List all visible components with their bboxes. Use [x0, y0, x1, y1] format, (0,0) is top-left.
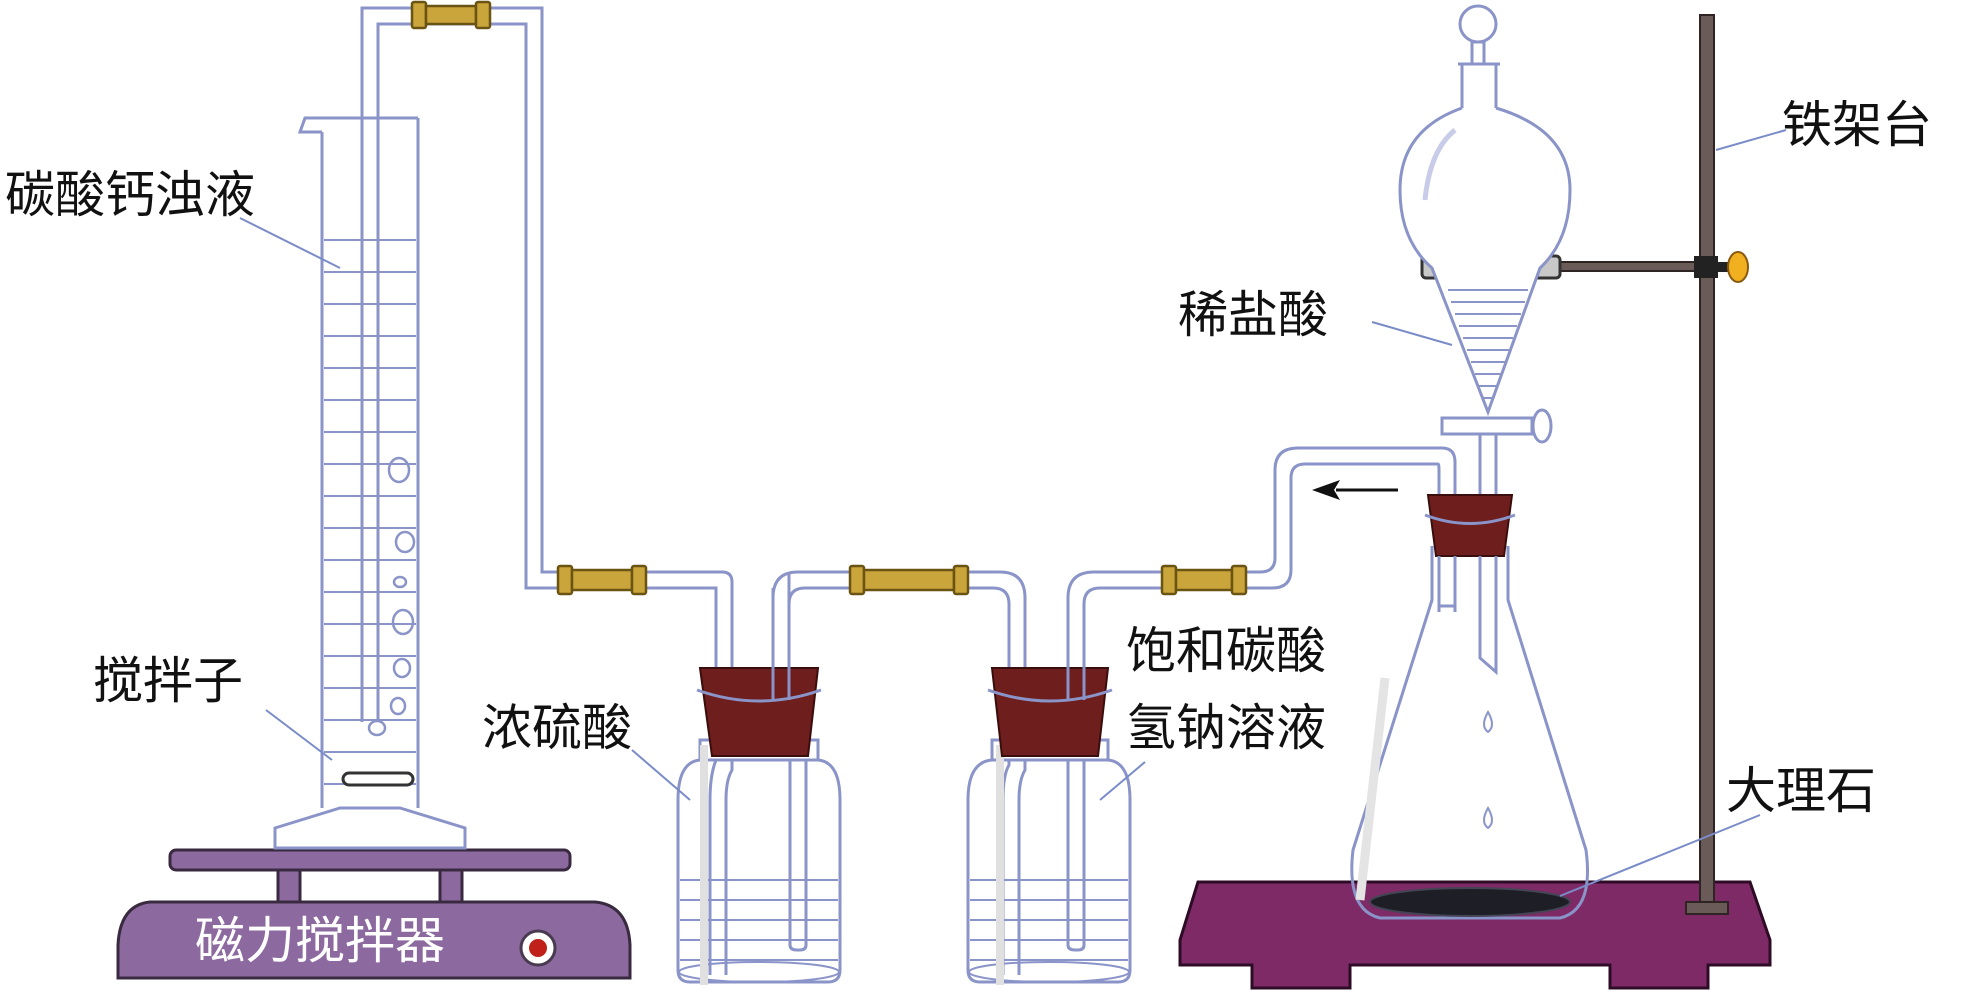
- flask-body: [1350, 546, 1590, 920]
- stirrer-leg-left: [276, 868, 302, 904]
- connector-3: [1160, 564, 1248, 596]
- cylinder-spout: [297, 116, 418, 134]
- label-sat-nahco3-line2: 氢钠溶液: [1126, 699, 1326, 757]
- stirrer-body: [116, 900, 632, 980]
- connector-1: [556, 564, 648, 596]
- gas-bubbles: [367, 456, 416, 737]
- label-calcium-carbonate-suspension: 碳酸钙浊液: [5, 166, 255, 224]
- leader-marble: [1559, 814, 1761, 897]
- rubber-connectors: [410, 0, 1248, 596]
- label-sat-nahco3-line1: 饱和碳酸: [1126, 622, 1326, 680]
- bottle-2-neck-band: [987, 688, 1113, 703]
- stir-bar: [341, 771, 415, 787]
- stand-rod: [1699, 14, 1715, 908]
- connector-top: [410, 0, 492, 30]
- bottle-2-stopper: [990, 667, 1110, 757]
- indicator-light-icon: [529, 939, 547, 957]
- flask-neck-band: [1424, 513, 1516, 525]
- bottle-2-body: [966, 752, 1132, 984]
- leader-stir-bar: [265, 709, 333, 761]
- stirrer-leg-right: [438, 868, 464, 904]
- label-dilute-hcl: 稀盐酸: [1178, 286, 1328, 344]
- stand-base: [1178, 880, 1772, 990]
- funnel-neck: [1458, 62, 1500, 108]
- separatory-funnel: [1398, 4, 1572, 676]
- leader-hcl: [1371, 321, 1453, 346]
- cylinder-body: [320, 118, 420, 808]
- funnel-stopper-knob: [1458, 4, 1498, 44]
- connector-2: [848, 564, 970, 596]
- stand-rod-foot: [1685, 901, 1729, 915]
- clamp-arm: [1554, 261, 1701, 272]
- funnel-bulb: [1398, 106, 1572, 417]
- bottle-1-stopper: [698, 667, 820, 757]
- leader-bicarbonate: [1099, 761, 1146, 801]
- leader-iron-stand: [1715, 129, 1787, 151]
- stirrer-top-plate: [168, 848, 572, 872]
- drop-2: [1483, 805, 1493, 830]
- cylinder-foot: [273, 806, 467, 850]
- flask-stopper-tubes: [1437, 556, 1498, 608]
- label-conc-sulfuric-acid: 浓硫酸: [482, 699, 632, 757]
- gas-tube-3: [1066, 446, 1457, 700]
- wash-bottle-sulfuric: [676, 572, 842, 985]
- leader-calcium-carbonate: [239, 217, 341, 269]
- bottle-1-outlet-tube: [788, 700, 808, 952]
- flow-arrow: [1312, 480, 1398, 500]
- flask-stopper: [1426, 494, 1514, 557]
- cylinder-graduations: [324, 239, 416, 785]
- boss-head: [1694, 256, 1718, 278]
- drop-1: [1483, 709, 1493, 734]
- funnel-stopper-stem: [1470, 40, 1486, 66]
- funnel-stopcock: [1440, 416, 1534, 436]
- label-stir-bar: 搅拌子: [93, 652, 243, 710]
- boss-screw: [1718, 262, 1730, 272]
- magnetic-stirrer-label: 磁力搅拌器: [195, 912, 445, 970]
- clamp-knob: [1727, 251, 1749, 283]
- bottle-2-outlet-tube: [1066, 700, 1086, 952]
- label-marble: 大理石: [1726, 762, 1876, 820]
- stopcock-handle: [1531, 408, 1553, 444]
- gas-tube-1: [360, 6, 734, 722]
- leader-sulfuric-acid: [631, 749, 691, 801]
- magnetic-stirrer: 磁力搅拌器: [116, 848, 632, 980]
- bottle-1-neck-band: [696, 688, 822, 703]
- marble-pile: [1369, 887, 1571, 917]
- funnel-acid-lines: [1448, 289, 1528, 399]
- leader-lines: [239, 129, 1787, 897]
- conical-flask: [1350, 546, 1590, 920]
- label-iron-stand: 铁架台: [1782, 96, 1932, 154]
